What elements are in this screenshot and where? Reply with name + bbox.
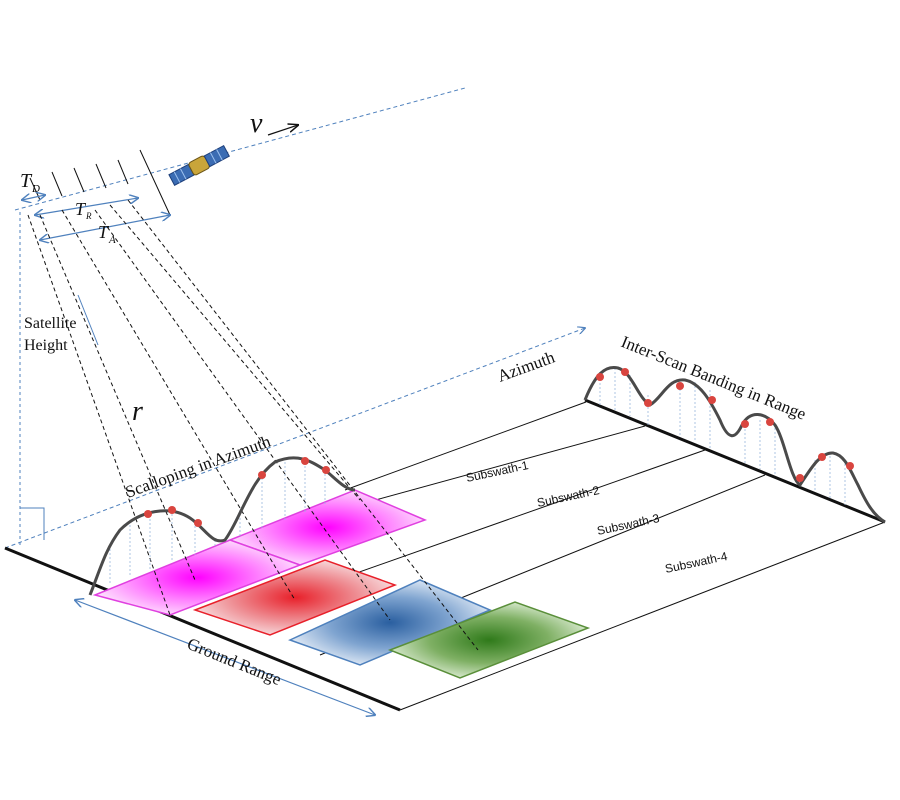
ground-range-arrow xyxy=(75,600,375,715)
satellite-height-label-2: Height xyxy=(24,337,68,354)
scalloping-curve xyxy=(88,456,356,596)
azimuth-label: Azimuth xyxy=(495,347,558,385)
footprint-green xyxy=(387,601,591,679)
ta-subscript: A xyxy=(108,234,116,246)
velocity-arrow xyxy=(267,125,298,136)
td-label: T xyxy=(20,170,33,192)
flight-path-line xyxy=(14,87,466,211)
satellite-height-label-1: Satellite xyxy=(24,315,76,332)
subswath-3-label: Subswath-3 xyxy=(596,511,661,538)
height-tick xyxy=(77,294,99,346)
subswath-1-label: Subswath-1 xyxy=(465,458,530,485)
td-arrow xyxy=(22,195,45,200)
tr-label: T xyxy=(75,199,87,219)
inter-scan-banding-curve xyxy=(583,365,886,524)
subswath-2-label: Subswath-2 xyxy=(536,483,601,510)
azimuth-axis-line xyxy=(4,328,585,549)
td-subscript: D xyxy=(31,183,40,195)
ta-arrow xyxy=(40,215,170,240)
beam-lines xyxy=(27,199,479,651)
pulse-markers xyxy=(29,149,171,216)
right-angle-marker xyxy=(20,507,45,540)
satellite-icon xyxy=(168,144,230,186)
velocity-label: v xyxy=(250,108,263,139)
tr-subscript: R xyxy=(85,211,92,221)
slant-range-label: r xyxy=(132,396,143,427)
ta-label: T xyxy=(98,222,110,242)
subswath-4-label: Subswath-4 xyxy=(664,549,729,576)
